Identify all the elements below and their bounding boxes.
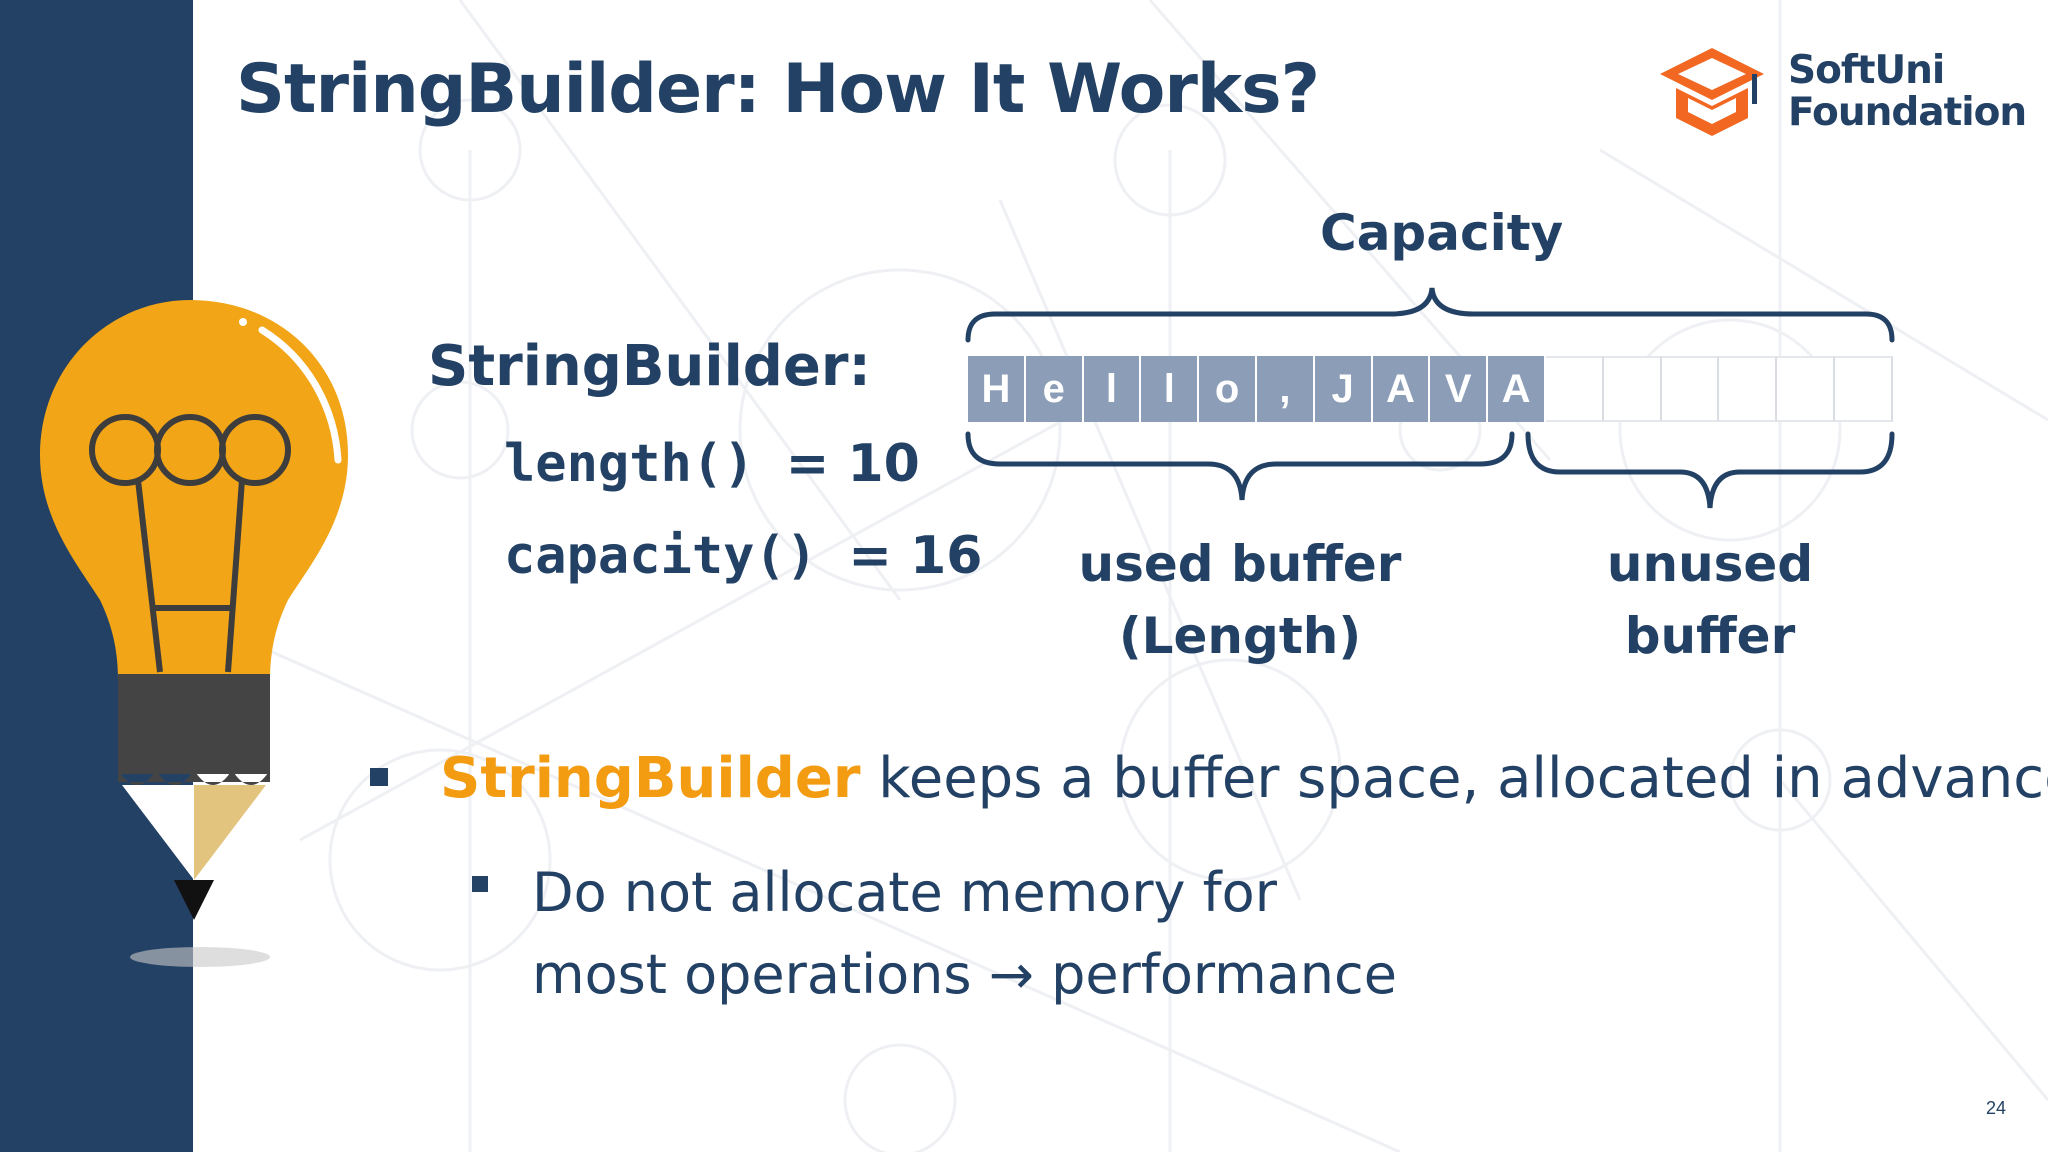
bullet-main-text: keeps a buffer space, allocated in advan… [860,746,2048,811]
buffer-cell-used: e [1025,356,1084,422]
buffer-cell-empty [1834,356,1893,422]
used-brace [965,431,1515,501]
buffer-cell-empty [1719,356,1778,422]
capacity-call: capacity() [504,526,818,586]
logo-line-2: Foundation [1788,90,2027,135]
page-number: 24 [1985,1098,2006,1118]
length-row: length() = 10 [504,434,920,494]
buffer-cell-used: l [1141,356,1200,422]
lightbulb-pencil-icon [40,300,348,967]
buffer-cell-used: A [1372,356,1431,422]
used-buffer-label: used buffer (Length) [1060,528,1420,672]
unused-brace [1525,431,1895,509]
buffer-cell-used: l [1083,356,1142,422]
bullet-sub-line-1: Do not allocate memory for [532,861,1277,924]
graduation-cap-icon [1660,48,1764,136]
page-title: StringBuilder: How It Works? [236,50,1320,129]
bullet-sub-text-b: performance [1033,943,1397,1006]
softuni-logo[interactable]: SoftUni Foundation [1652,44,2027,144]
buffer-cell-empty [1545,356,1604,422]
used-label-line-2: (Length) [1118,607,1362,665]
buffer-cell-empty [1603,356,1662,422]
length-call: length() [504,434,755,494]
unused-buffer-label: unused buffer [1560,528,1860,672]
bullet-sub-line-2: most operations → performance [532,934,1397,1016]
buffer-cell-empty [1777,356,1835,422]
length-value: = 10 [785,434,920,494]
buffer-cell-empty [1661,356,1720,422]
bullet-square-sub [472,876,488,892]
buffer-cell-used: J [1314,356,1373,422]
bullet-square-main [370,768,388,786]
bullet-main: StringBuilder keeps a buffer space, allo… [440,746,2048,811]
stringbuilder-heading: StringBuilder: [428,334,871,399]
capacity-brace [965,287,1895,343]
buffer-cell-used: A [1488,356,1546,422]
capacity-value: = 16 [848,526,983,586]
capacity-label: Capacity [1320,204,1564,262]
buffer-cell-used: V [1430,356,1489,422]
logo-line-1: SoftUni [1788,48,1945,93]
used-label-line-1: used buffer [1078,535,1402,593]
unused-label-line-1: unused [1606,535,1814,593]
buffer-cell-used: o [1199,356,1257,422]
bullet-sub-text-a: most operations [532,943,989,1006]
bullet-main-highlight: StringBuilder [440,746,861,811]
bullet-sub: Do not allocate memory for most operatio… [532,852,1397,1016]
buffer-cell-used: H [968,356,1026,422]
capacity-row: capacity() = 16 [504,526,982,586]
unused-label-line-2: buffer [1624,607,1796,665]
right-arrow-icon: → [988,943,1034,1006]
buffer-cell-used: , [1256,356,1315,422]
